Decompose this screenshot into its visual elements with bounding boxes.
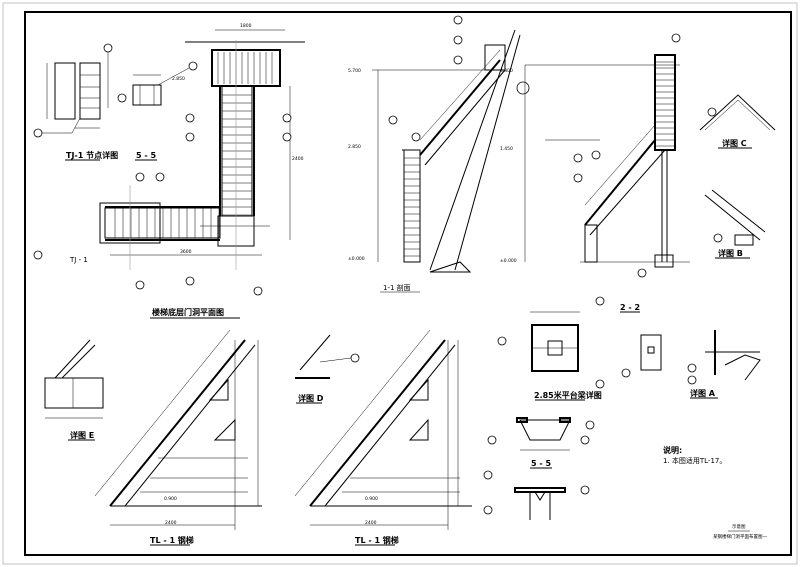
detail-b-title: 详图 B	[718, 248, 743, 258]
dim-label: 1800	[240, 23, 252, 29]
dim-label: 2400	[365, 520, 377, 526]
elev-label: 2.850	[348, 144, 361, 150]
elev-label: 2.850	[172, 76, 185, 82]
elev-label: 5.700	[348, 68, 361, 74]
elev-label: 1.450	[500, 146, 513, 152]
detail-d-title: 详图 D	[298, 393, 324, 403]
detail-c: 详图 C	[699, 94, 776, 149]
platform-title: 2.85米平台梁详图	[534, 390, 602, 400]
dim-label: 3600	[180, 249, 192, 255]
tl1-a-title: TL - 1 钢梯	[150, 535, 194, 545]
platform-beam-detail: 2.85米平台梁详图	[497, 296, 605, 401]
tl1-b-title: TL - 1 钢梯	[355, 535, 399, 545]
tj1-detail: TJ-1 节点详图	[33, 43, 118, 161]
inner-frame	[24, 11, 792, 556]
s11-sub: 1-1 剖面	[383, 283, 411, 292]
detail-a-title: 详图 A	[690, 388, 716, 398]
title-block: 示意图 某钢楼梯门洞平面布置图一	[713, 523, 767, 540]
elev-label: ±0.000	[348, 256, 365, 262]
tl1-stair-b: 2400 0.900 TL - 1 钢梯	[294, 329, 472, 546]
plan-view: 1800 3600 2400 TJ - 1 楼梯底层门洞平面图	[33, 23, 305, 319]
tj1-title: TJ-1 节点详图	[66, 150, 118, 160]
notes: 说明: 1. 本图适用TL-17。	[663, 445, 726, 465]
plan-title: 楼梯底层门洞平面图	[152, 307, 224, 317]
elev-label: 0.900	[164, 496, 177, 502]
s55b-title: 5 - 5	[531, 459, 551, 468]
title-block-line1: 示意图	[732, 523, 746, 530]
section-2-2: 2 - 2	[620, 303, 662, 378]
tl1-stair-a: 2400 0.900 TL - 1 钢梯	[94, 329, 262, 546]
tj1-callout: TJ - 1	[69, 256, 88, 264]
notes-line: 1. 本图适用TL-17。	[663, 456, 726, 465]
s22-title: 2 - 2	[620, 303, 640, 312]
section-1-1: 2.850 ±0.000 5.700 1-1 剖面	[348, 15, 530, 293]
detail-e-title: 详图 E	[70, 430, 94, 440]
detail-b: 详图 B	[704, 189, 766, 259]
detail-a: 详图 A	[687, 330, 761, 399]
elev-label: 0.900	[365, 496, 378, 502]
section-5-5-bottom: 5 - 5	[483, 417, 595, 520]
section-5-5-top: 5 - 5 2.850	[117, 61, 198, 161]
detail-e: 详图 E	[44, 339, 104, 441]
detail-c-title: 详图 C	[722, 138, 747, 148]
notes-heading: 说明:	[663, 445, 682, 455]
elev-label: ±0.000	[500, 258, 517, 264]
s55-title: 5 - 5	[136, 151, 156, 160]
elev-label: 4.300	[500, 68, 513, 74]
section-right: 4.300 1.450 ±0.000	[500, 33, 690, 278]
detail-d: 详图 D	[295, 334, 360, 404]
dim-label: 2400	[292, 156, 304, 162]
dim-label: 2400	[165, 520, 177, 526]
title-block-line2: 某钢楼梯门洞平面布置图一	[713, 533, 767, 540]
